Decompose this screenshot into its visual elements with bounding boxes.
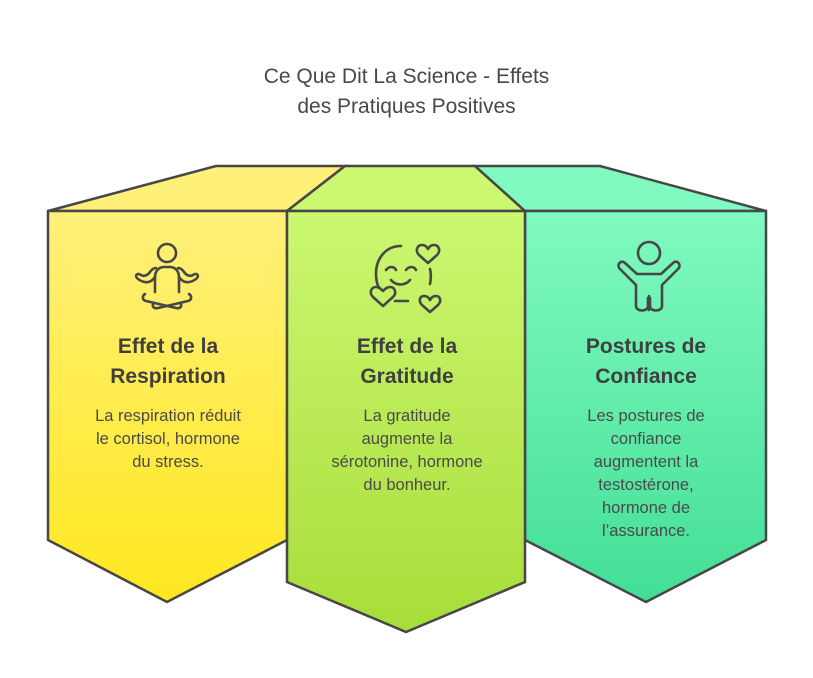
description-line: hormone de bbox=[601, 499, 691, 517]
column-heading: Effet de la Respiration bbox=[58, 332, 278, 392]
column-description: Les postures de confiance augmentent la … bbox=[536, 405, 756, 543]
description-line: du stress. bbox=[132, 453, 204, 471]
title-line-1: Ce Que Dit La Science - Effets bbox=[263, 65, 550, 88]
title-line-2: des Pratiques Positives bbox=[297, 95, 516, 118]
column-respiration: Effet de la Respiration La respiration r… bbox=[58, 332, 278, 474]
heading-line-1: Effet de la bbox=[117, 335, 219, 358]
description-line: sérotonine, hormone bbox=[331, 453, 483, 471]
column-description: La gratitude augmente la sérotonine, hor… bbox=[297, 405, 517, 497]
description-line: confiance bbox=[610, 430, 682, 448]
column-gratitude: Effet de la Gratitude La gratitude augme… bbox=[297, 332, 517, 497]
meditation-icon bbox=[134, 242, 200, 310]
heading-line-2: Gratitude bbox=[360, 365, 454, 388]
heading-line-2: Respiration bbox=[110, 365, 226, 388]
description-line: testostérone, bbox=[598, 476, 694, 494]
column-description: La respiration réduit le cortisol, hormo… bbox=[58, 405, 278, 474]
diagram-title: Ce Que Dit La Science - Effets des Prati… bbox=[0, 62, 813, 122]
heading-line-2: Confiance bbox=[595, 365, 697, 388]
green-column bbox=[285, 209, 527, 634]
column-posture: Postures de Confiance Les postures de co… bbox=[536, 332, 756, 543]
description-line: le cortisol, hormone bbox=[96, 430, 240, 448]
description-line: augmentent la bbox=[593, 453, 699, 471]
heading-line-1: Postures de bbox=[585, 335, 707, 358]
description-line: La gratitude bbox=[363, 407, 451, 425]
description-line: Les postures de bbox=[587, 407, 705, 425]
yellow-column bbox=[46, 209, 289, 604]
person-arms-raised-icon bbox=[617, 240, 681, 312]
description-line: La respiration réduit bbox=[95, 407, 241, 425]
smiley-hearts-icon bbox=[369, 243, 442, 314]
column-heading: Postures de Confiance bbox=[536, 332, 756, 392]
column-heading: Effet de la Gratitude bbox=[297, 332, 517, 392]
description-line: l’assurance. bbox=[601, 522, 691, 540]
description-line: augmente la bbox=[361, 430, 453, 448]
teal-top-cap bbox=[471, 164, 767, 213]
heading-line-1: Effet de la bbox=[356, 335, 458, 358]
description-line: du bonheur. bbox=[363, 476, 451, 494]
